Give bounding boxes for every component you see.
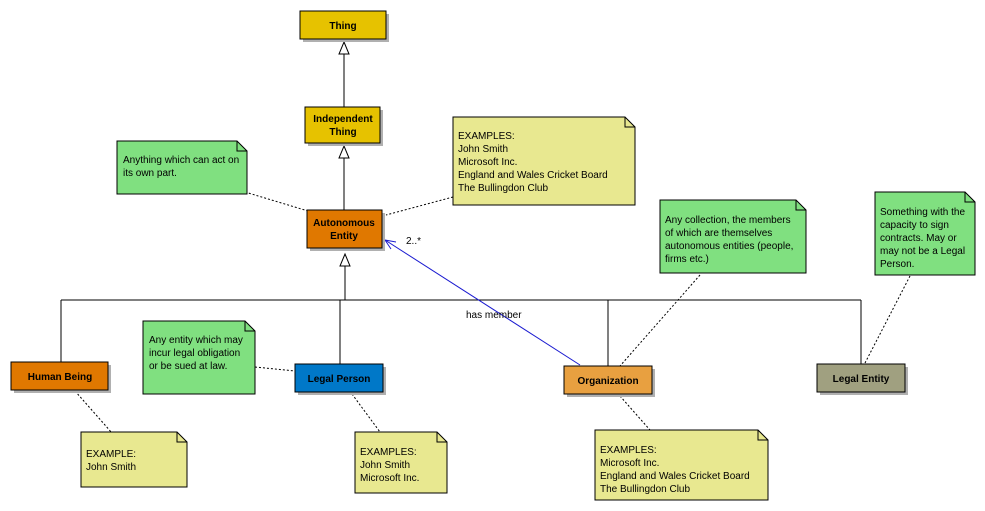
note-organization-definition-line: autonomous entities (people, xyxy=(665,241,793,252)
class-autonomous-entity-label-2: Entity xyxy=(330,231,358,242)
class-legal-person-label: Legal Person xyxy=(308,374,371,385)
class-independent-thing-label-2: Thing xyxy=(329,127,356,138)
note-legal-person-definition[interactable]: Any entity which may incur legal obligat… xyxy=(142,320,256,395)
note-legal-person-definition-line: or be sued at law. xyxy=(149,361,227,372)
note-autonomous-examples-line: England and Wales Cricket Board xyxy=(458,170,608,181)
class-independent-thing-label-1: Independent xyxy=(313,114,373,125)
note-organization-examples-line: England and Wales Cricket Board xyxy=(600,471,750,482)
note-autonomous-examples-line: John Smith xyxy=(458,144,508,155)
note-organization-examples-line: The Bullingdon Club xyxy=(600,484,690,495)
note-autonomous-examples[interactable]: EXAMPLES: John Smith Microsoft Inc. Engl… xyxy=(452,116,636,206)
class-thing-label: Thing xyxy=(329,21,356,32)
note-organization-definition-line: Any collection, the members xyxy=(665,215,791,226)
note-autonomous-definition[interactable]: Anything which can act on its own part. xyxy=(116,140,248,195)
note-autonomous-examples-line: The Bullingdon Club xyxy=(458,183,548,194)
note-autonomous-definition-line: its own part. xyxy=(123,168,177,179)
connector-autonomous-examples xyxy=(385,196,454,216)
note-legal-person-examples-line: Microsoft Inc. xyxy=(360,473,419,484)
connector-legal-person-examples xyxy=(351,393,381,433)
generalization-autonomous-to-independent xyxy=(338,144,350,210)
note-autonomous-examples-line: EXAMPLES: xyxy=(458,131,515,142)
note-legal-person-examples-line: EXAMPLES: xyxy=(360,447,417,458)
connector-legal-entity-def xyxy=(864,275,911,364)
note-organization-examples-line: EXAMPLES: xyxy=(600,445,657,456)
class-organization-label: Organization xyxy=(577,376,638,387)
note-legal-entity-definition[interactable]: Something with the capacity to sign cont… xyxy=(874,191,976,276)
note-autonomous-definition-line: Anything which can act on xyxy=(123,155,239,166)
note-human-being-example-line: EXAMPLE: xyxy=(86,449,136,460)
note-legal-person-examples[interactable]: EXAMPLES: John Smith Microsoft Inc. xyxy=(354,431,448,494)
connector-legal-person-def xyxy=(254,366,296,372)
note-legal-person-examples-line: John Smith xyxy=(360,460,410,471)
connector-organization-examples xyxy=(619,395,651,431)
note-legal-entity-definition-line: Person. xyxy=(880,259,914,270)
note-organization-definition-line: firms etc.) xyxy=(665,254,709,265)
association-has-member: has member 2..* xyxy=(384,236,581,366)
class-thing[interactable]: Thing xyxy=(299,10,389,42)
generalization-independent-to-thing xyxy=(338,40,350,107)
note-legal-person-definition-line: incur legal obligation xyxy=(149,348,240,359)
note-legal-entity-definition-line: may not be a Legal xyxy=(880,246,965,257)
class-legal-person[interactable]: Legal Person xyxy=(294,363,386,395)
class-human-being-label: Human Being xyxy=(28,372,92,383)
class-independent-thing[interactable]: Independent Thing xyxy=(304,106,383,146)
note-legal-entity-definition-line: Something with the xyxy=(880,207,965,218)
class-legal-entity-label: Legal Entity xyxy=(833,374,890,385)
note-organization-definition[interactable]: Any collection, the members of which are… xyxy=(659,199,807,274)
class-autonomous-entity-label-1: Autonomous xyxy=(313,218,375,229)
note-human-being-example-line: John Smith xyxy=(86,462,136,473)
class-legal-entity[interactable]: Legal Entity xyxy=(816,363,908,395)
association-label: has member xyxy=(466,310,522,321)
connector-autonomous-def xyxy=(244,191,309,212)
connector-organization-def xyxy=(619,274,701,367)
class-human-being[interactable]: Human Being xyxy=(10,361,111,393)
note-legal-person-definition-line: Any entity which may xyxy=(149,335,243,346)
note-organization-examples-line: Microsoft Inc. xyxy=(600,458,659,469)
association-multiplicity: 2..* xyxy=(406,236,421,247)
class-autonomous-entity[interactable]: Autonomous Entity xyxy=(306,209,385,251)
note-autonomous-examples-line: Microsoft Inc. xyxy=(458,157,517,168)
generalization-tree-to-autonomous xyxy=(60,252,862,366)
note-organization-definition-line: of which are themselves xyxy=(665,228,772,239)
note-human-being-example[interactable]: EXAMPLE: John Smith xyxy=(80,431,188,488)
connector-human-example xyxy=(74,390,113,434)
note-legal-entity-definition-line: contracts. May or xyxy=(880,233,957,244)
note-legal-entity-definition-line: capacity to sign xyxy=(880,220,949,231)
class-organization[interactable]: Organization xyxy=(563,365,655,397)
note-organization-examples[interactable]: EXAMPLES: Microsoft Inc. England and Wal… xyxy=(594,429,769,501)
